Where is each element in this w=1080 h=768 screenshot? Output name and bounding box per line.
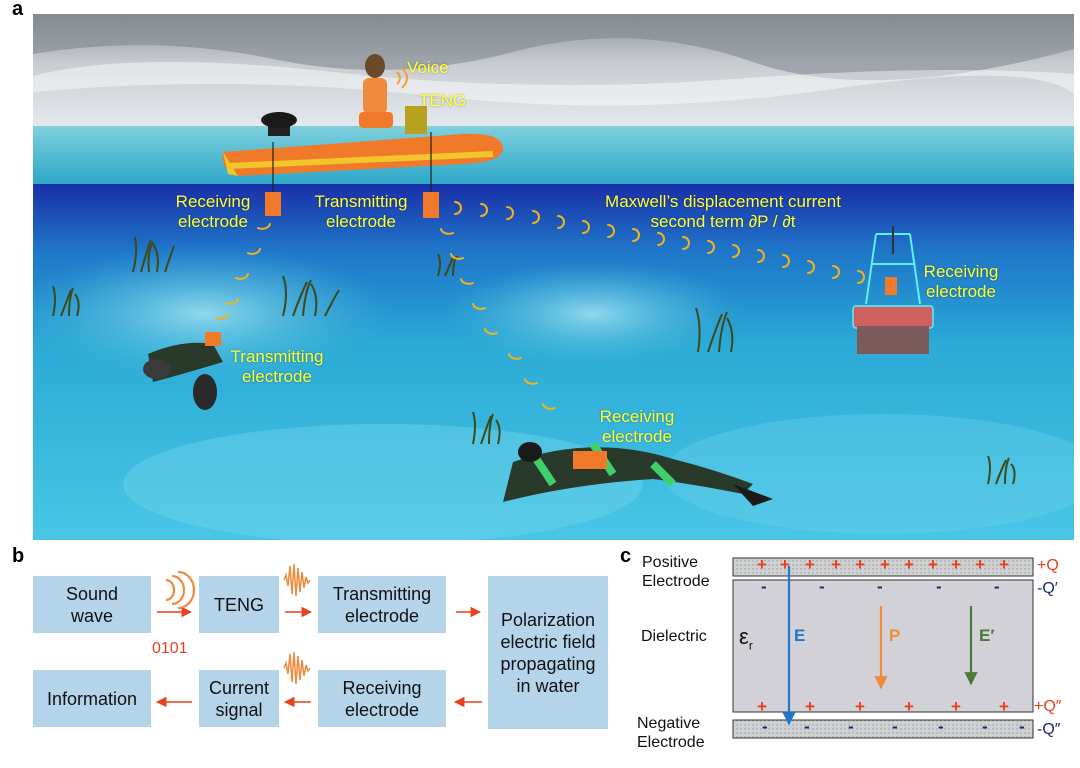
plus-sign: + (951, 697, 961, 716)
positive-electrode-plate (732, 557, 1034, 577)
panel-label-b: b (12, 545, 25, 567)
current-waveform-icon (283, 651, 311, 685)
teng-label: TENG (419, 91, 467, 110)
signal-arcs (215, 201, 865, 410)
plus-sign: + (904, 697, 914, 716)
plus-sign: + (975, 555, 985, 574)
panel-label-c: c (620, 545, 632, 567)
diver-bottom-icon (503, 441, 773, 506)
plus-sign: + (805, 555, 815, 574)
plus-sign: + (904, 555, 914, 574)
panel-label-a: a (12, 0, 24, 20)
minus-sign: - (804, 717, 810, 736)
scene-illustration (33, 14, 1074, 540)
sound-wave-icon (165, 570, 196, 610)
minus-sign: - (761, 577, 767, 596)
minus-sign: - (819, 577, 825, 596)
plus-sign: + (880, 555, 890, 574)
transmitting-electrode-boat-icon (423, 192, 439, 218)
minus-sign: - (936, 577, 942, 596)
minus-sign: - (938, 717, 944, 736)
binary-bits-label: 0101 (152, 640, 188, 657)
information-box: Information (33, 670, 151, 727)
plus-sign: + (855, 697, 865, 716)
dielectric-block (732, 579, 1034, 713)
diver-left-icon (143, 332, 223, 410)
plus-sign: + (831, 555, 841, 574)
minus-sign: - (877, 577, 883, 596)
plus-sign: + (999, 555, 1009, 574)
negative-electrode-plate (732, 719, 1034, 739)
voice-label: Voice (407, 58, 449, 77)
plus-sign: + (805, 697, 815, 716)
minus-sign: - (762, 717, 768, 736)
plus-sign: + (951, 555, 961, 574)
boat-icon (222, 106, 503, 176)
minus-Q-prime-label: -Q′ (1037, 580, 1058, 597)
flow-graphics (155, 563, 482, 708)
E-label: E (794, 626, 806, 645)
plus-sign: + (999, 697, 1009, 716)
dielectric-label: Dielectric (641, 628, 707, 645)
minus-sign: - (982, 717, 988, 736)
E-prime-label: E′ (979, 626, 995, 645)
plus-sign: + (855, 555, 865, 574)
minus-sign: - (848, 717, 854, 736)
P-label: P (889, 626, 901, 645)
plus-sign: + (928, 555, 938, 574)
person-icon (359, 54, 408, 128)
plus-sign: + (780, 555, 790, 574)
minus-Q-double-prime-label: -Q″ (1037, 721, 1061, 738)
epsilon-r-label: εr (739, 624, 753, 653)
plus-Q-label: +Q (1037, 557, 1059, 574)
minus-sign: - (994, 577, 1000, 596)
capacitor-diagram (732, 557, 1034, 739)
plus-sign: + (757, 697, 767, 716)
teng-box: TENG (199, 576, 279, 633)
receiving-electrode-boat-icon (265, 192, 281, 216)
plus-sign: + (757, 555, 767, 574)
minus-sign: - (1019, 717, 1025, 736)
minus-sign: - (892, 717, 898, 736)
plus-Q-double-prime-label: +Q″ (1034, 698, 1062, 715)
buoy-icon (852, 226, 934, 354)
teng-waveform-icon (283, 563, 311, 597)
